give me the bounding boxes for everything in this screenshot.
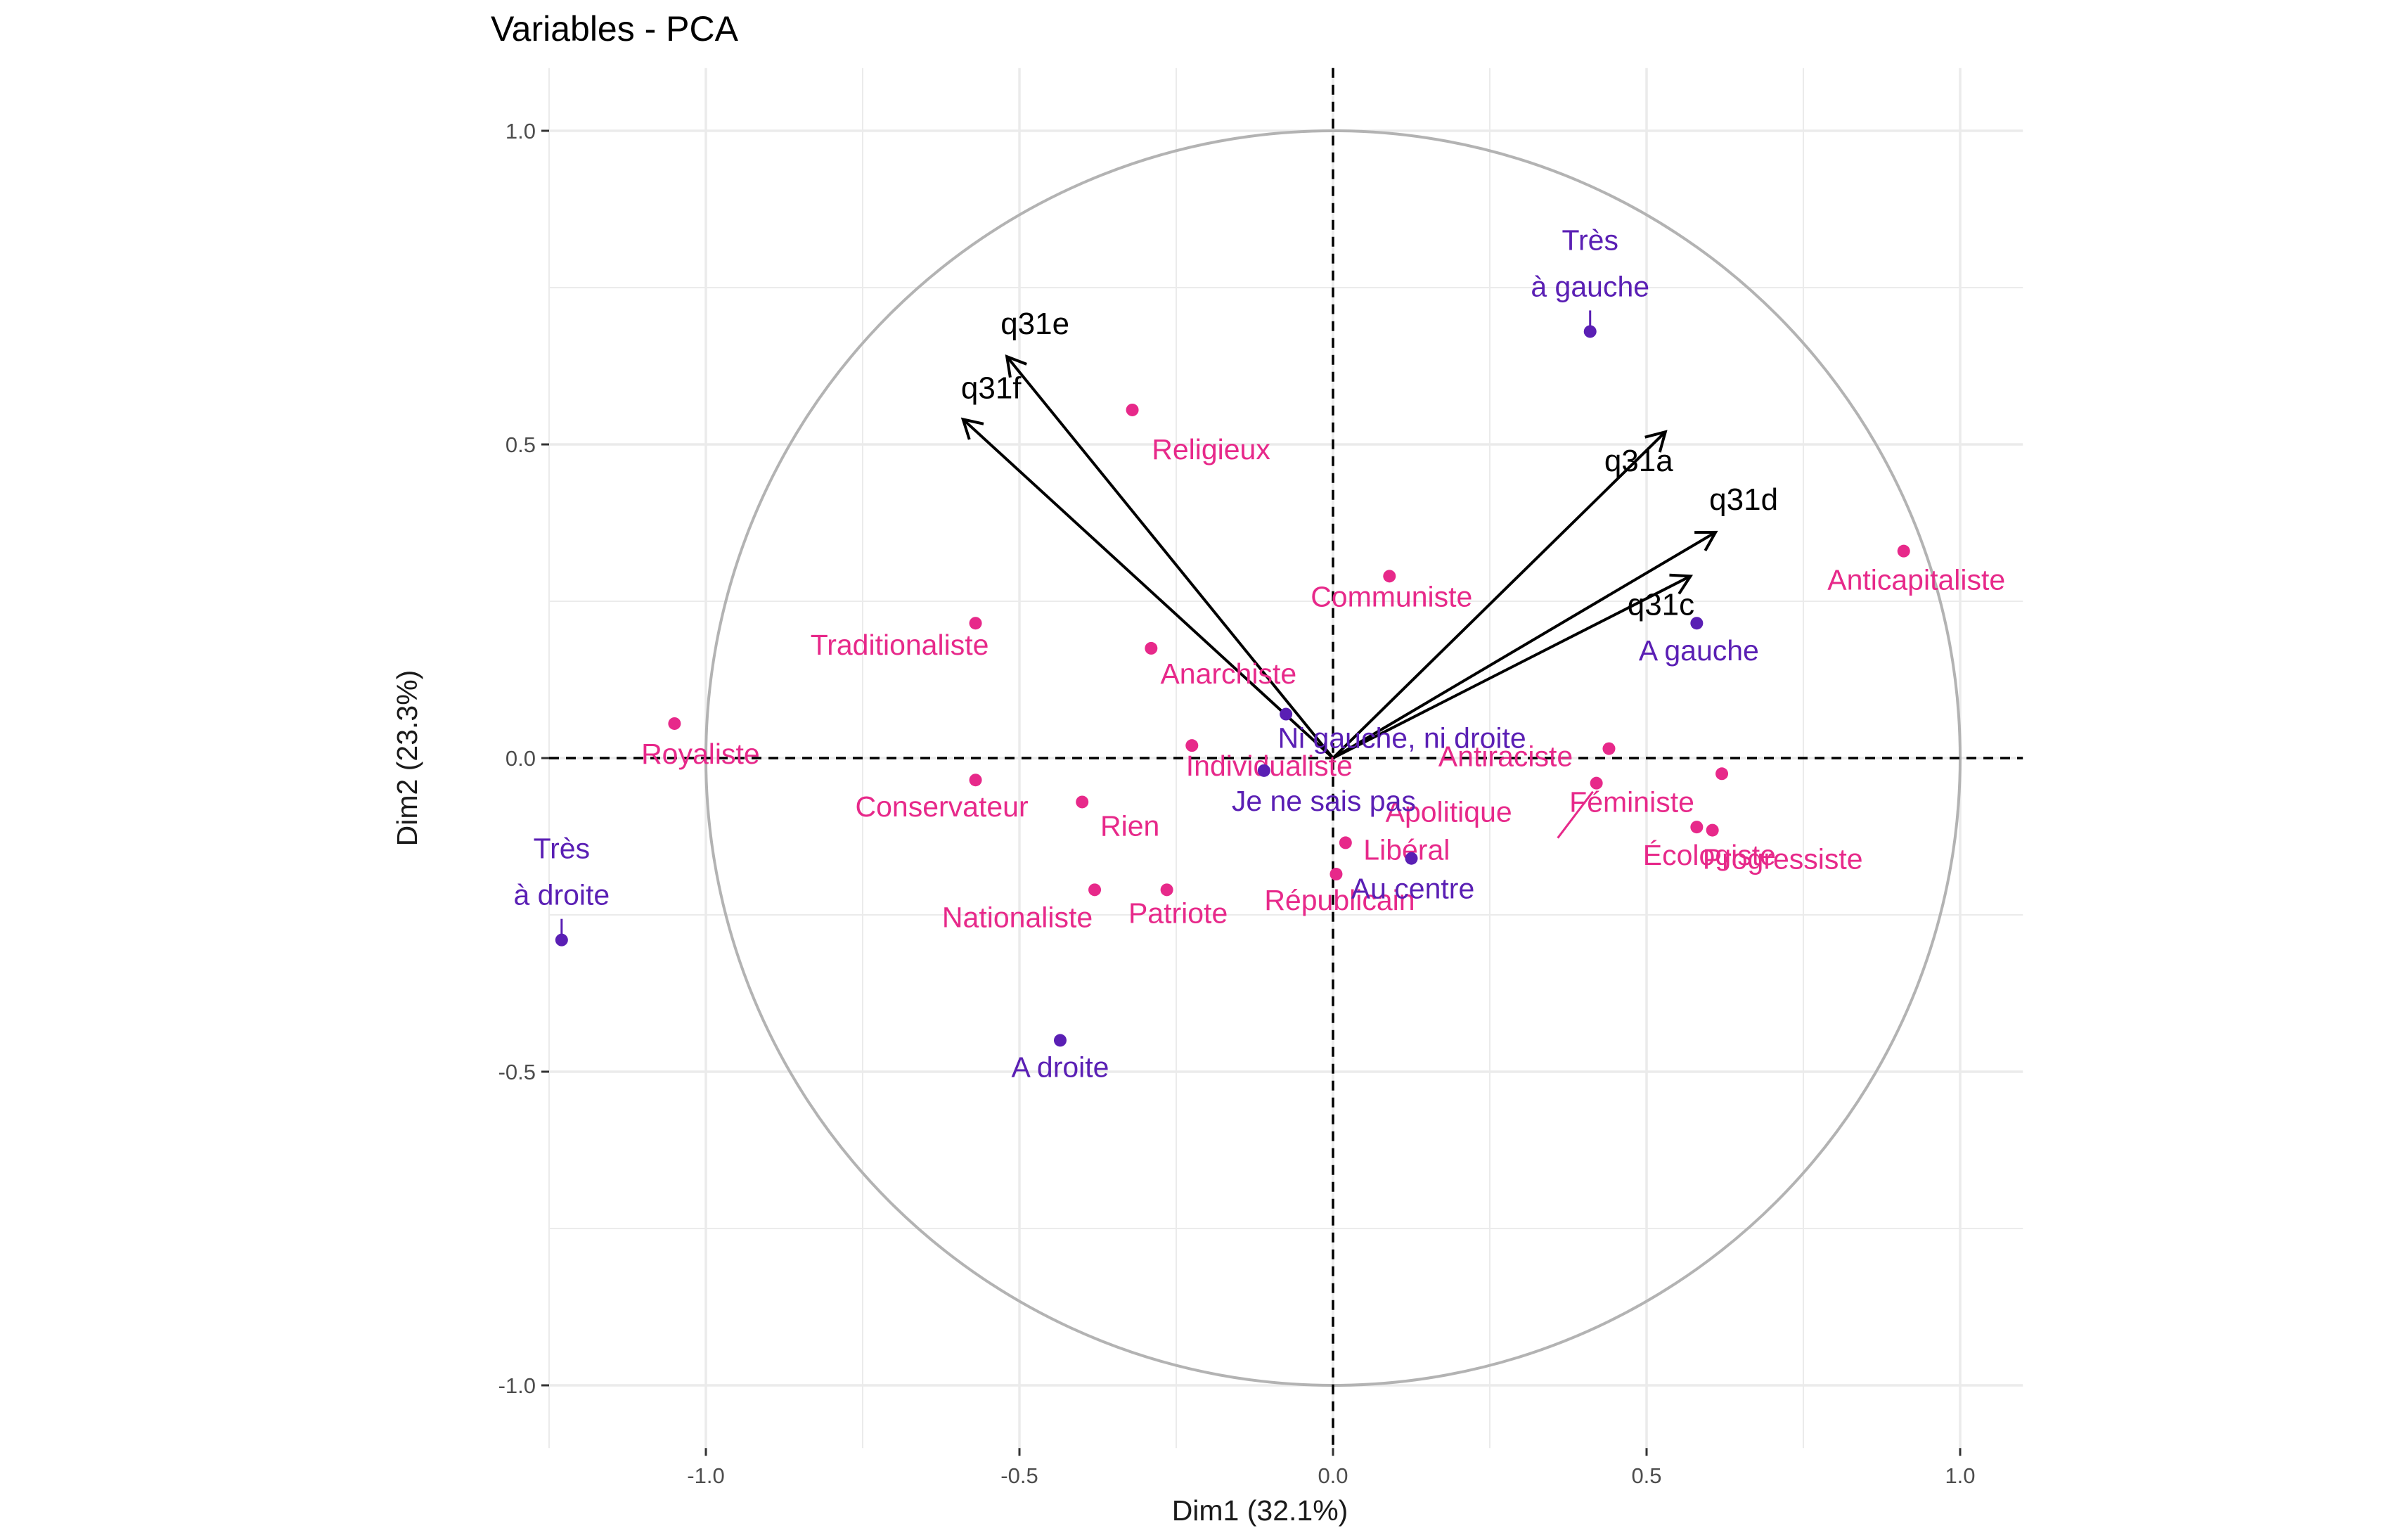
point-anarchiste [1145, 641, 1158, 655]
arrow-head-q31c [1669, 573, 1694, 595]
arrow-q31d [1332, 531, 1717, 759]
point-rien [1076, 795, 1089, 809]
point-au-centre [1405, 852, 1418, 865]
point-progressiste [1706, 823, 1719, 837]
point-tres-a-droite [555, 933, 568, 947]
arrow-head-q31f [960, 417, 984, 440]
y-tick-label: -1.0 [498, 1373, 536, 1398]
point-label-anticapitaliste: Anticapitaliste [1827, 564, 2005, 596]
x-axis-label: Dim1 (32.1%) [1172, 1494, 1348, 1527]
point-label-tres-a-gauche-line1: Très [1562, 224, 1618, 256]
point-label-feministe: Féministe [1569, 785, 1694, 818]
point-label-je-ne-sais-pas: Je ne sais pas [1232, 785, 1416, 817]
y-tick-label: 0.5 [506, 432, 536, 457]
point-label-nationaliste: Nationaliste [942, 901, 1093, 933]
arrow-q31a [1332, 430, 1667, 759]
point-label-apolitique: Apolitique [1386, 796, 1512, 828]
label-connector-apolitique [1557, 790, 1594, 839]
arrow-label-q31e: q31e [1000, 307, 1069, 341]
point-label-au-centre: Au centre [1351, 873, 1475, 905]
point-label-ni-gauche-ni-droite: Ni gauche, ni droite [1277, 722, 1526, 755]
arrow-head-q31d [1694, 530, 1718, 551]
point-nationaliste [1088, 883, 1102, 897]
point-patriote [1160, 883, 1173, 897]
y-tick-label: -0.5 [498, 1060, 536, 1084]
axes-layer: -1.0 -0.5 0.0 0.5 1.0 -1.0 -0.5 0.0 0.5 1.0 [498, 119, 1976, 1488]
point-ni-gauche-ni-droite [1280, 707, 1293, 721]
point-label-conservateur: Conservateur [855, 790, 1028, 823]
arrow-label-q31d: q31d [1709, 482, 1778, 517]
x-tick-label: -1.0 [687, 1463, 724, 1488]
point-label-communiste: Communiste [1311, 580, 1472, 612]
point-tres-a-gauche [1583, 325, 1597, 338]
point-a-droite [1053, 1034, 1067, 1047]
point-label-royaliste: Royaliste [641, 738, 760, 770]
point-label-traditionaliste: Traditionaliste [811, 629, 989, 661]
arrow-label-q31a: q31a [1604, 444, 1673, 478]
arrow-label-q31c: q31c [1628, 587, 1694, 622]
arrow-q31c [1332, 575, 1692, 759]
point-anticapitaliste [1897, 544, 1910, 558]
point-je-ne-sais-pas [1257, 764, 1270, 777]
x-tick-label: 0.0 [1318, 1463, 1348, 1488]
point-label-tres-a-gauche-line2: à gauche [1531, 270, 1649, 302]
point-label-progressiste: Progressiste [1703, 843, 1863, 875]
point-label-religieux: Religieux [1152, 433, 1270, 466]
point-label-ecologiste: Écologiste [1643, 839, 1776, 871]
point-label-tres-a-droite-line2: à droite [513, 879, 610, 911]
point-feministe [1715, 767, 1729, 781]
point-label-a-gauche: A gauche [1639, 634, 1759, 667]
point-a-gauche [1690, 617, 1704, 630]
y-axis-label: Dim2 (23.3%) [391, 670, 423, 847]
y-tick-label: 1.0 [506, 119, 536, 143]
point-label-anarchiste: Anarchiste [1160, 658, 1296, 690]
point-conservateur [969, 774, 982, 787]
x-tick-label: -0.5 [1000, 1463, 1038, 1488]
point-republicain [1329, 868, 1343, 881]
point-royaliste [668, 717, 681, 730]
y-tick-label: 0.0 [506, 746, 536, 771]
point-label-rien: Rien [1100, 809, 1159, 842]
point-label-a-droite: A droite [1011, 1051, 1109, 1083]
point-religieux [1126, 403, 1139, 416]
reference-lines-layer [549, 68, 2023, 1449]
arrow-label-q31f: q31f [961, 371, 1022, 405]
point-traditionaliste [969, 617, 982, 630]
chart-title: Variables - PCA [491, 9, 739, 49]
arrow-q31f [962, 418, 1334, 759]
arrow-q31e [1005, 355, 1334, 759]
arrow-head-q31a [1644, 430, 1668, 453]
point-label-antiraciste: Antiraciste [1438, 740, 1573, 773]
point-apolitique [1590, 776, 1603, 790]
point-antiraciste [1602, 742, 1616, 755]
point-liberal [1339, 836, 1352, 849]
point-label-tres-a-droite-line1: Très [534, 833, 590, 865]
x-tick-label: 0.5 [1631, 1463, 1661, 1488]
point-label-republicain: Républicain [1264, 884, 1415, 916]
arrow-head-q31e [1005, 354, 1027, 378]
point-label-patriote: Patriote [1128, 897, 1228, 929]
arrows-layer: q31e q31f q31a q31d q31c [960, 307, 1778, 759]
point-ecologiste [1690, 821, 1704, 834]
point-label-individualiste: Individualiste [1186, 750, 1353, 782]
point-individualiste [1185, 739, 1199, 752]
point-communiste [1383, 570, 1396, 583]
x-tick-label: 1.0 [1945, 1463, 1975, 1488]
